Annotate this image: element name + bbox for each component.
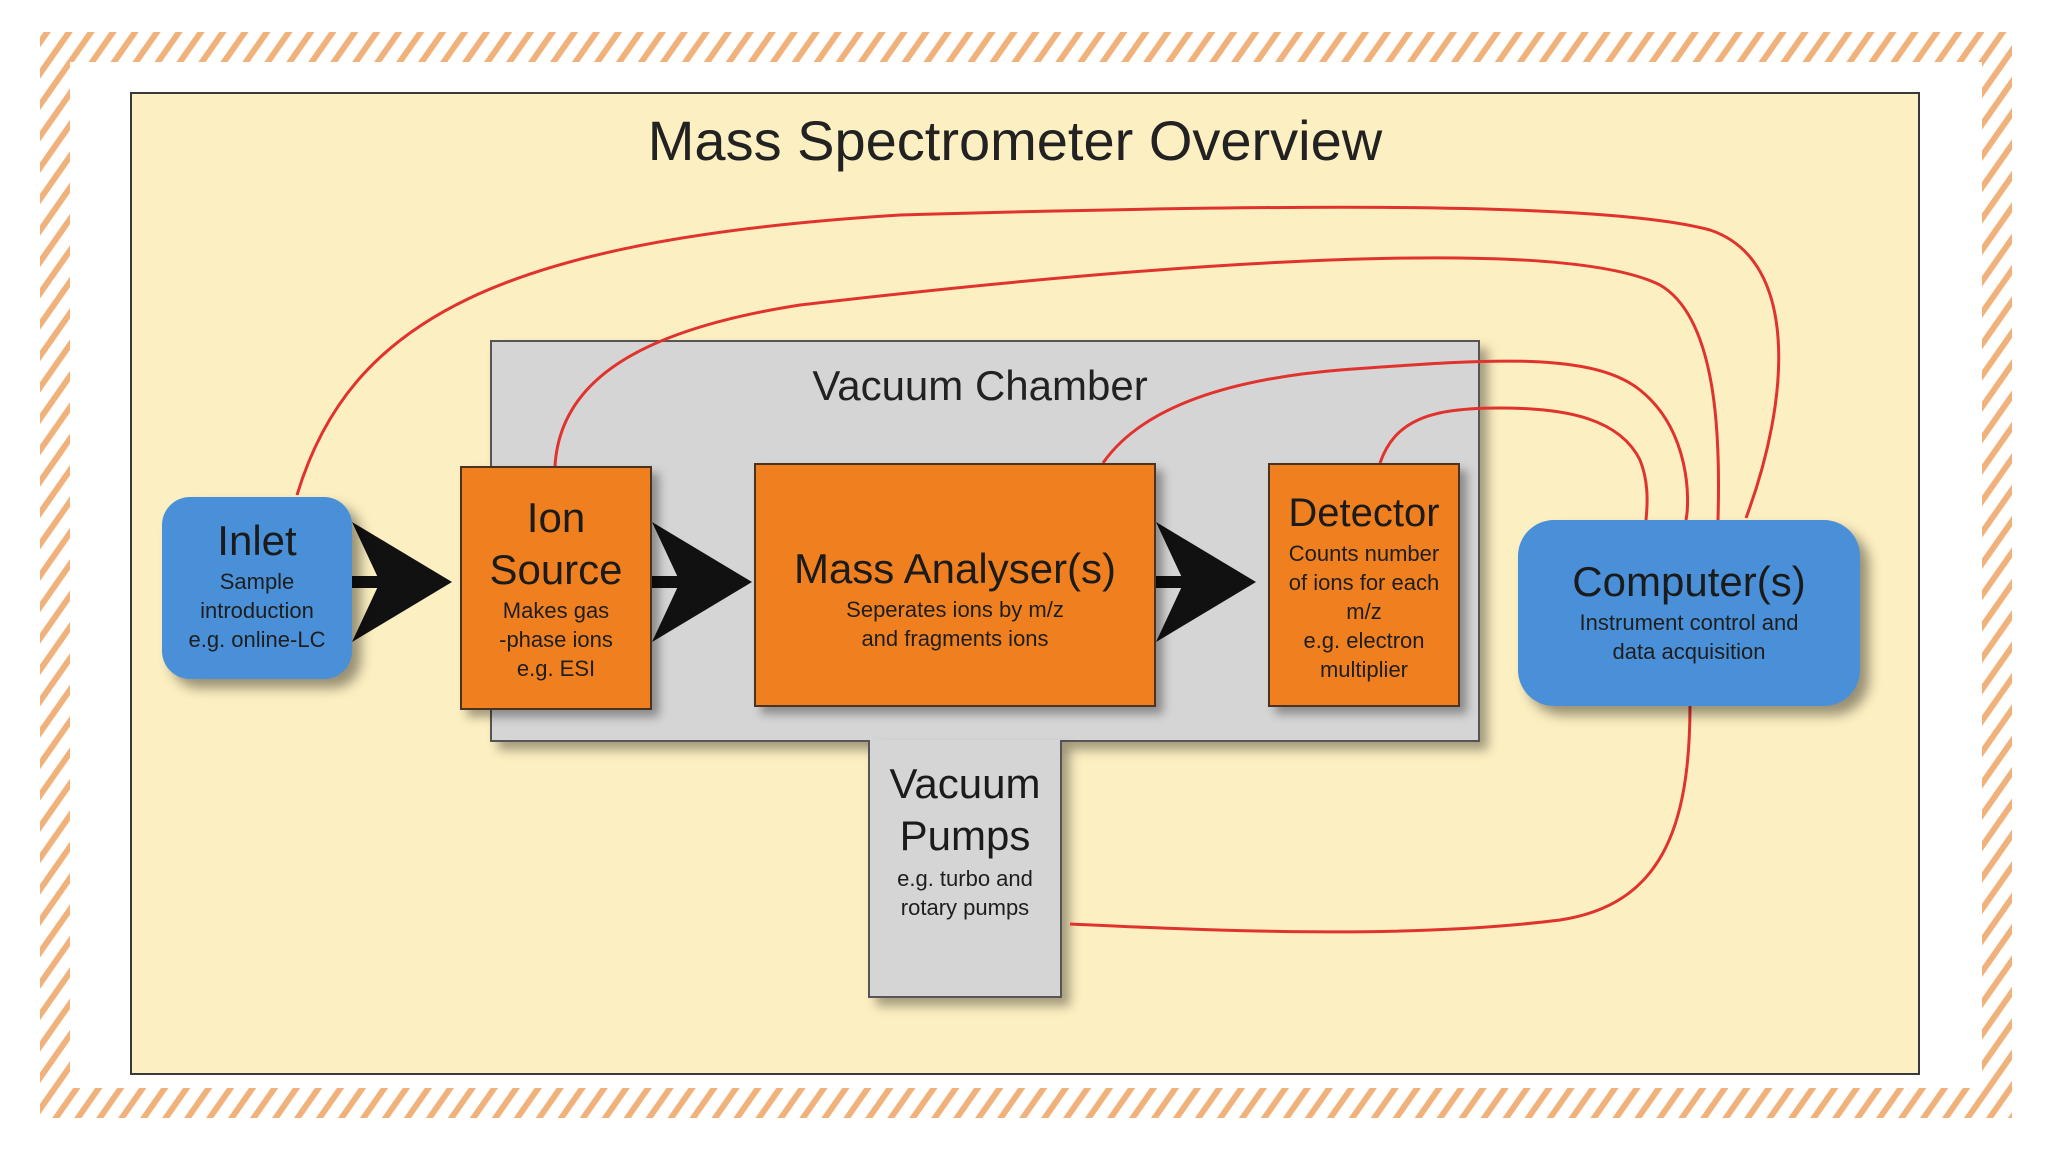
inlet-box: Inlet Sample introduction e.g. online-LC — [162, 497, 352, 679]
vacuum-pumps-box: Vacuum Pumps e.g. turbo and rotary pumps — [868, 740, 1062, 998]
ion-source-box: Ion Source Makes gas -phase ions e.g. ES… — [460, 466, 652, 710]
vacuum-pumps-desc-2: rotary pumps — [900, 895, 1030, 920]
mass-analyser-desc-2: and fragments ions — [861, 626, 1049, 651]
detector-desc-4: e.g. electron — [1303, 628, 1425, 653]
inlet-desc-1: Sample — [219, 569, 295, 594]
vacuum-pumps-title-2: Pumps — [899, 812, 1031, 859]
ion-source-desc-3: e.g. ESI — [516, 656, 596, 681]
mass-analyser-box: Mass Analyser(s) Seperates ions by m/z a… — [754, 463, 1156, 707]
mass-analyser-desc-1: Seperates ions by m/z — [846, 597, 1064, 622]
vacuum-pumps-title-1: Vacuum — [889, 760, 1041, 807]
ion-source-title-2: Source — [489, 546, 623, 593]
wire-detector-computer — [1378, 406, 1649, 521]
detector-box: Detector Counts number of ions for each … — [1268, 463, 1460, 707]
inlet-desc-2: introduction — [200, 598, 314, 623]
ion-source-desc-1: Makes gas — [502, 598, 610, 623]
detector-title: Detector — [1288, 491, 1440, 535]
ion-source-title-1: Ion — [526, 494, 586, 541]
arrow-inlet-to-source — [352, 522, 452, 642]
detector-desc-1: Counts number — [1288, 541, 1440, 566]
detector-desc-2: of ions for each — [1288, 570, 1440, 595]
ion-source-desc-2: -phase ions — [499, 627, 613, 652]
detector-desc-5: multiplier — [1319, 657, 1409, 682]
computer-desc-2: data acquisition — [1612, 639, 1766, 664]
inlet-desc-3: e.g. online-LC — [188, 627, 326, 652]
wire-pumps-computer — [1069, 704, 1692, 934]
wire-ion-source-computer — [553, 256, 1721, 521]
computer-desc-1: Instrument control and — [1579, 610, 1799, 635]
detector-desc-3: m/z — [1346, 599, 1382, 624]
mass-analyser-title: Mass Analyser(s) — [793, 545, 1117, 592]
vacuum-chamber-label: Vacuum Chamber — [812, 362, 1148, 409]
arrow-analyser-to-detector — [1156, 522, 1256, 642]
inlet-title: Inlet — [217, 517, 297, 564]
wire-analyser-computer — [1101, 359, 1690, 521]
wire-inlet-computer — [295, 205, 1781, 519]
diagram-title: Mass Spectrometer Overview — [647, 109, 1383, 172]
arrow-source-to-analyser — [652, 522, 752, 642]
vacuum-pumps-desc-1: e.g. turbo and — [897, 866, 1033, 891]
computer-box: Computer(s) Instrument control and data … — [1518, 520, 1860, 706]
computer-title: Computer(s) — [1572, 558, 1806, 605]
